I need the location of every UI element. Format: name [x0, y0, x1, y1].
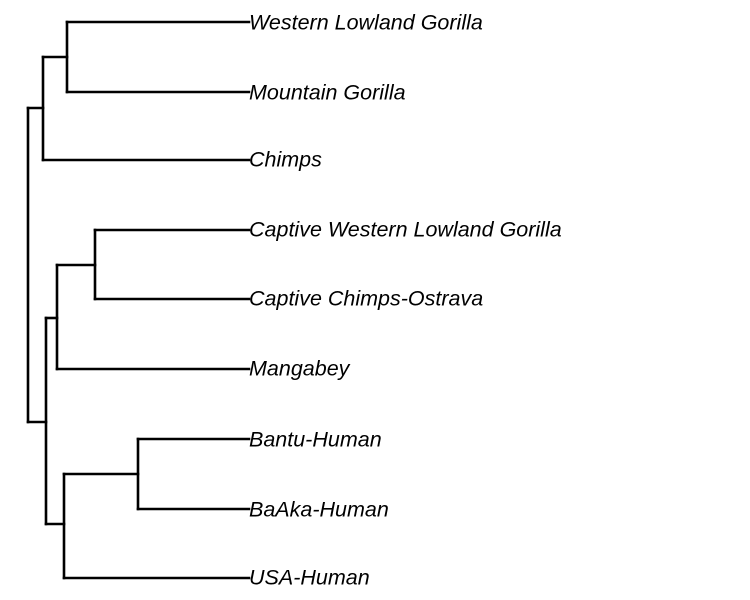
- leaf-label-chimps: Chimps: [249, 148, 322, 172]
- leaf-label-captive-western-lowland-gorilla: Captive Western Lowland Gorilla: [249, 218, 562, 242]
- leaf-label-bantu-human: Bantu-Human: [249, 428, 382, 452]
- leaf-label-baaka-human: BaAka-Human: [249, 498, 389, 522]
- leaf-label-western-lowland-gorilla: Western Lowland Gorilla: [249, 11, 483, 35]
- leaf-label-mangabey: Mangabey: [249, 357, 351, 381]
- leaf-label-captive-chimps-ostrava: Captive Chimps-Ostrava: [249, 287, 483, 311]
- leaf-label-mountain-gorilla: Mountain Gorilla: [249, 81, 406, 105]
- leaf-label-usa-human: USA-Human: [249, 566, 370, 590]
